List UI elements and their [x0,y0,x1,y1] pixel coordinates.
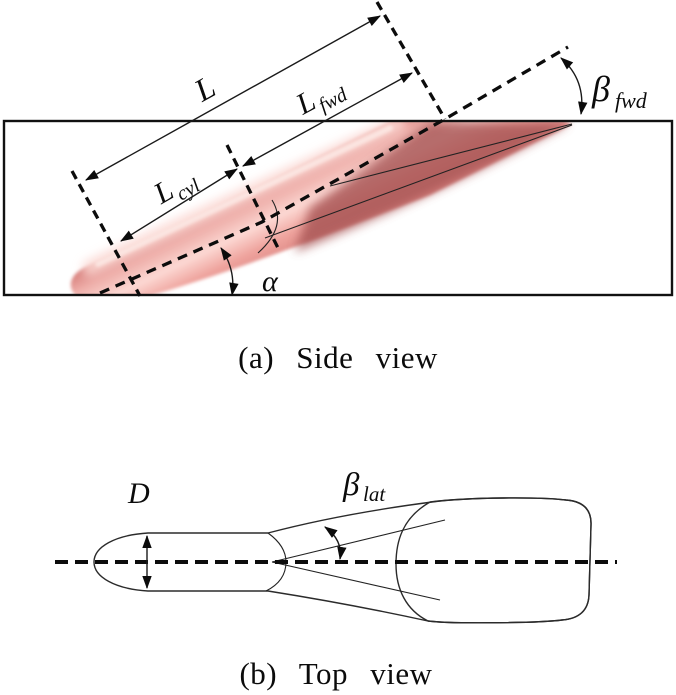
junction-ring-side [257,199,279,254]
label-beta-fwd: β fwd [591,69,648,113]
label-alpha: α [262,265,279,298]
top-view: D β lat (b) Top view [55,467,617,691]
flare-shadow-side [295,122,570,252]
cone-edge-lower [264,124,573,239]
label-Lfwd: L fwd [290,83,352,121]
tail-extension-dashed [70,170,142,297]
label-Lfwd-base: L [290,84,321,121]
dim-line-L [85,15,381,181]
nose-extension-dashed [375,1,447,120]
label-beta-fwd-base: β [591,69,610,109]
label-D: D [127,477,150,510]
label-Lfwd-sub: fwd [315,83,352,116]
cone-line-upper-top [271,519,446,563]
label-beta-lat: β lat [342,467,386,506]
side-view-body-group [70,122,573,295]
label-Lcyl-base: L [147,174,179,211]
beta-lat-arc [324,526,347,561]
paddle-top [395,497,592,624]
top-view-caption: (b) Top view [239,656,432,691]
alpha-arc [220,247,239,297]
label-beta-lat-base: β [342,467,360,503]
side-view: L L fwd L cyl α β fwd (a) Side view [2,1,674,375]
label-L-text: L [187,68,221,109]
label-L: L [187,68,221,109]
beta-fwd-arc [560,57,588,116]
label-beta-fwd-sub: fwd [615,88,648,113]
cone-line-lower-top [271,561,441,601]
label-beta-lat-sub: lat [363,482,386,506]
side-view-caption: (a) Side view [238,340,438,375]
dim-line-Lfwd [242,72,413,167]
dim-line-Lcyl [120,168,238,242]
